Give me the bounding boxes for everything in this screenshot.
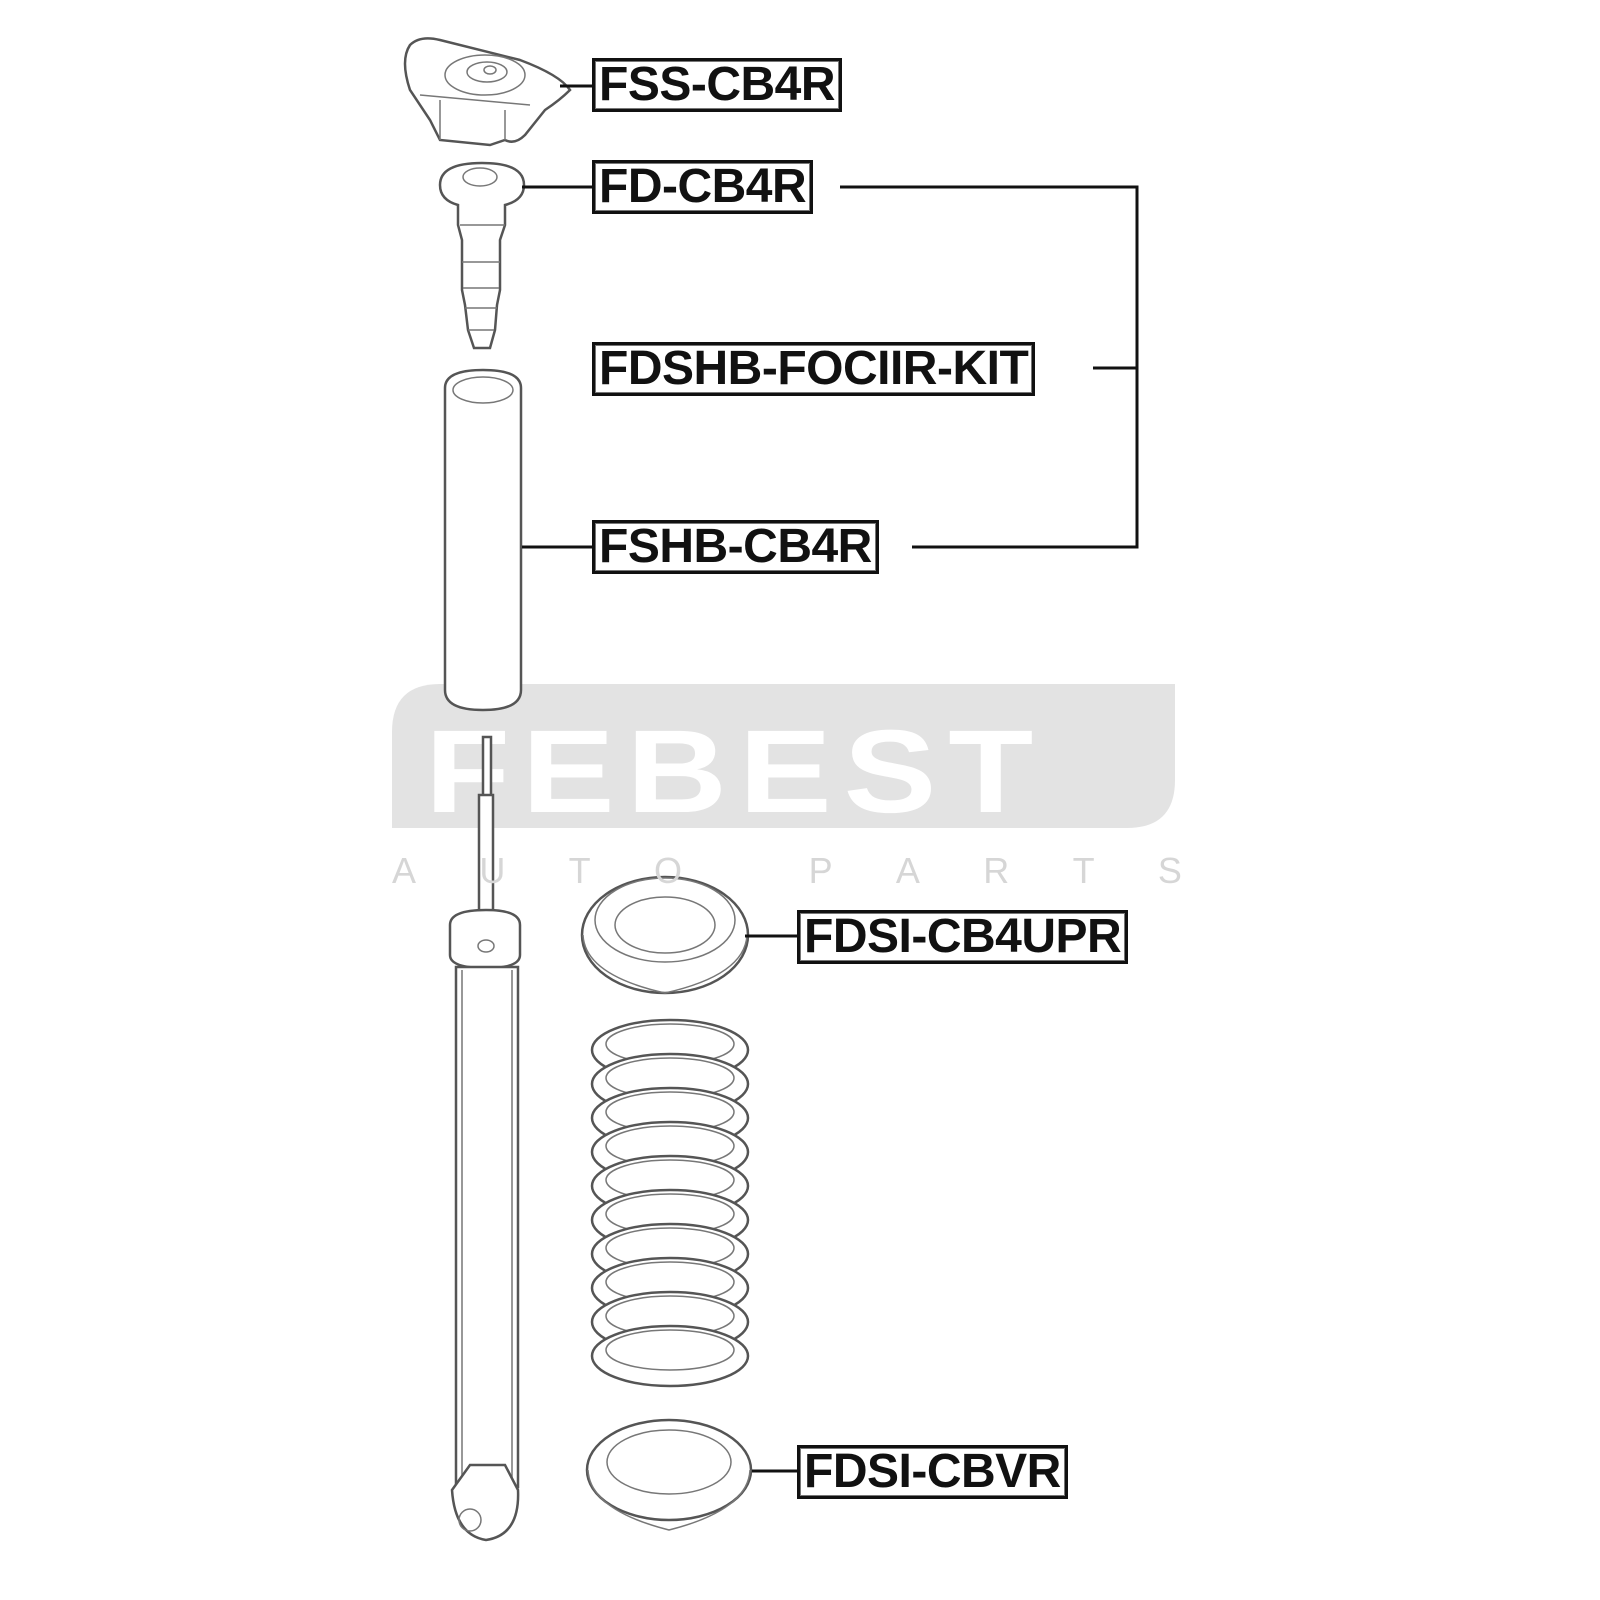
dust-boot-drawing	[443, 368, 523, 712]
tagline-letter: R	[983, 850, 1010, 891]
leader-lines	[522, 84, 1139, 1473]
part-label-fshb-cb4r[interactable]: FSHB-CB4R	[592, 520, 879, 574]
tagline-letter: O	[653, 850, 682, 891]
spring-coil-inner	[605, 1329, 735, 1371]
tagline-letter: A	[895, 850, 920, 891]
watermark-logo: FEBEST	[425, 706, 1046, 838]
strut-support-drawing	[403, 37, 572, 147]
upper-insulator-drawing	[580, 875, 750, 995]
part-label-fdsi-cbvr[interactable]: FDSI-CBVR	[797, 1445, 1068, 1499]
lower-insulator-drawing	[585, 1418, 753, 1531]
part-label-kit[interactable]: FDSHB-FOCIIR-KIT	[592, 342, 1036, 396]
tagline-letter: U	[479, 850, 506, 891]
bump-stop-drawing	[438, 161, 526, 350]
tagline-letter: A	[392, 850, 417, 891]
tagline-letter: S	[1157, 850, 1182, 891]
spring-coil	[590, 1324, 750, 1388]
tagline-letter: P	[808, 850, 833, 891]
part-label-fdsi-cb4upr[interactable]: FDSI-CB4UPR	[797, 910, 1129, 964]
tagline-letter: T	[568, 850, 591, 891]
tagline-letter: T	[1072, 850, 1095, 891]
part-label-fss-cb4r[interactable]: FSS-CB4R	[592, 58, 843, 112]
watermark-tagline: A U T O P A R T S	[392, 850, 1182, 892]
shock-absorber-drawing	[448, 735, 522, 1542]
part-label-fd-cb4r[interactable]: FD-CB4R	[592, 160, 814, 214]
coil-spring-drawing	[590, 1018, 750, 1388]
